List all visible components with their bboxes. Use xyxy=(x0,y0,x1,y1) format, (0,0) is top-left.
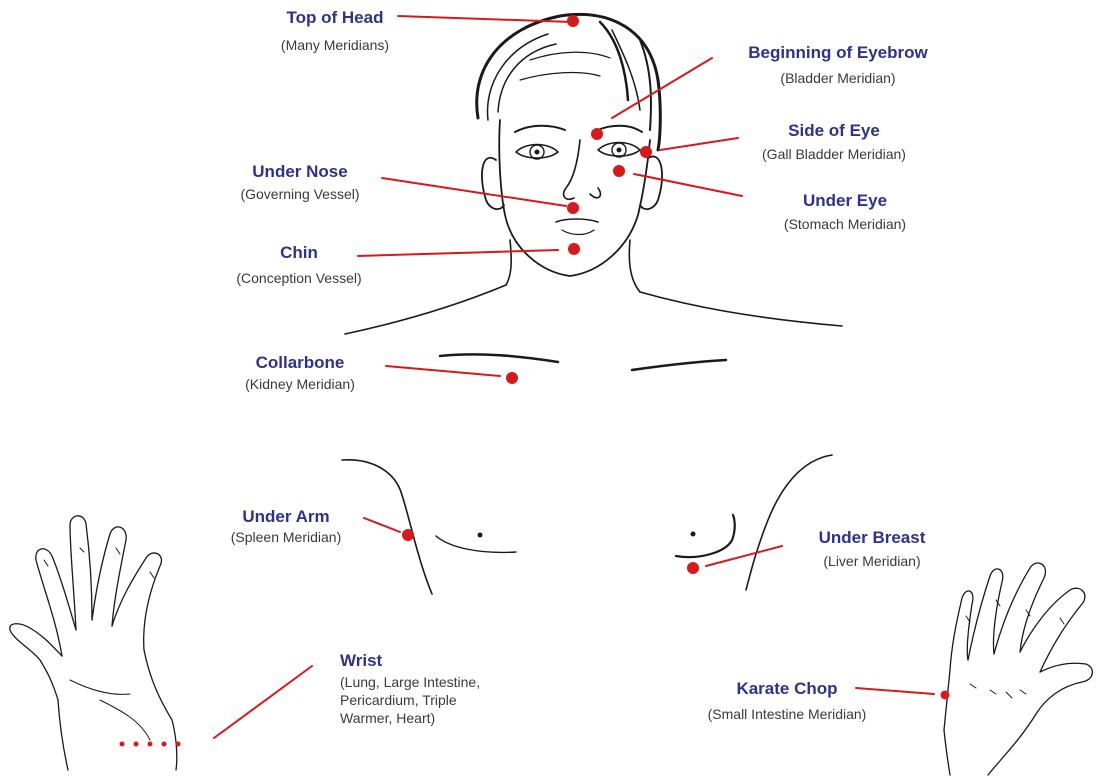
label-under-nose: Under Nose (Governing Vessel) xyxy=(200,161,400,203)
leader-under-breast xyxy=(706,546,782,566)
label-beginning-of-eyebrow: Beginning of Eyebrow (Bladder Meridian) xyxy=(708,42,968,87)
leader-collarbone xyxy=(386,366,500,376)
label-title: Under Eye xyxy=(740,190,950,211)
label-title: Collarbone xyxy=(200,352,400,373)
point-collarbone xyxy=(506,372,518,384)
label-chin: Chin (Conception Vessel) xyxy=(199,242,399,287)
point-wrist-5 xyxy=(176,742,181,747)
label-wrist: Wrist (Lung, Large Intestine, Pericardiu… xyxy=(340,650,540,727)
label-meridian: (Gall Bladder Meridian) xyxy=(724,145,944,163)
label-under-arm: Under Arm (Spleen Meridian) xyxy=(200,506,372,546)
point-wrist-3 xyxy=(148,742,153,747)
label-title: Wrist xyxy=(340,650,540,671)
label-title: Under Breast xyxy=(790,527,954,548)
label-meridian: (Stomach Meridian) xyxy=(740,215,950,233)
right-hand-illustration xyxy=(944,563,1092,775)
leader-under-nose xyxy=(382,178,566,206)
label-meridian: (Liver Meridian) xyxy=(790,552,954,570)
label-meridian-line-1: (Lung, Large Intestine, xyxy=(340,673,540,691)
point-side-of-eye xyxy=(640,146,652,158)
torso-illustration xyxy=(342,455,832,594)
leader-under-eye xyxy=(634,174,742,196)
label-meridian: (Conception Vessel) xyxy=(199,269,399,287)
point-chin xyxy=(568,243,580,255)
label-title: Side of Eye xyxy=(724,120,944,141)
label-meridian: (Kidney Meridian) xyxy=(200,375,400,393)
point-under-breast xyxy=(687,562,699,574)
label-title: Beginning of Eyebrow xyxy=(708,42,968,63)
label-top-of-head: Top of Head (Many Meridians) xyxy=(230,7,440,54)
label-under-eye: Under Eye (Stomach Meridian) xyxy=(740,190,950,233)
label-title: Chin xyxy=(199,242,399,263)
point-under-arm xyxy=(402,529,414,541)
label-karate-chop: Karate Chop (Small Intestine Meridian) xyxy=(680,678,894,723)
label-meridian: (Spleen Meridian) xyxy=(200,528,372,546)
label-meridian: (Governing Vessel) xyxy=(200,185,400,203)
label-meridian: (Many Meridians) xyxy=(230,36,440,54)
point-under-eye xyxy=(613,165,625,177)
label-meridian-line-2: Pericardium, Triple xyxy=(340,691,540,709)
label-meridian: (Small Intestine Meridian) xyxy=(680,705,894,723)
point-wrist-4 xyxy=(162,742,167,747)
point-wrist-1 xyxy=(120,742,125,747)
leader-wrist xyxy=(214,666,312,738)
label-meridian-line-3: Warmer, Heart) xyxy=(340,709,540,727)
label-under-breast: Under Breast (Liver Meridian) xyxy=(790,527,954,570)
point-wrist-2 xyxy=(134,742,139,747)
label-collarbone: Collarbone (Kidney Meridian) xyxy=(200,352,400,393)
label-title: Karate Chop xyxy=(680,678,894,699)
label-side-of-eye: Side of Eye (Gall Bladder Meridian) xyxy=(724,120,944,163)
label-meridian: (Bladder Meridian) xyxy=(708,69,968,87)
left-hand-illustration xyxy=(10,516,177,770)
point-beginning-of-eyebrow xyxy=(591,128,603,140)
label-title: Top of Head xyxy=(230,7,440,28)
point-top-of-head xyxy=(567,15,579,27)
label-title: Under Arm xyxy=(200,506,372,527)
point-karate-chop xyxy=(941,691,950,700)
point-under-nose xyxy=(567,202,579,214)
label-title: Under Nose xyxy=(200,161,400,182)
